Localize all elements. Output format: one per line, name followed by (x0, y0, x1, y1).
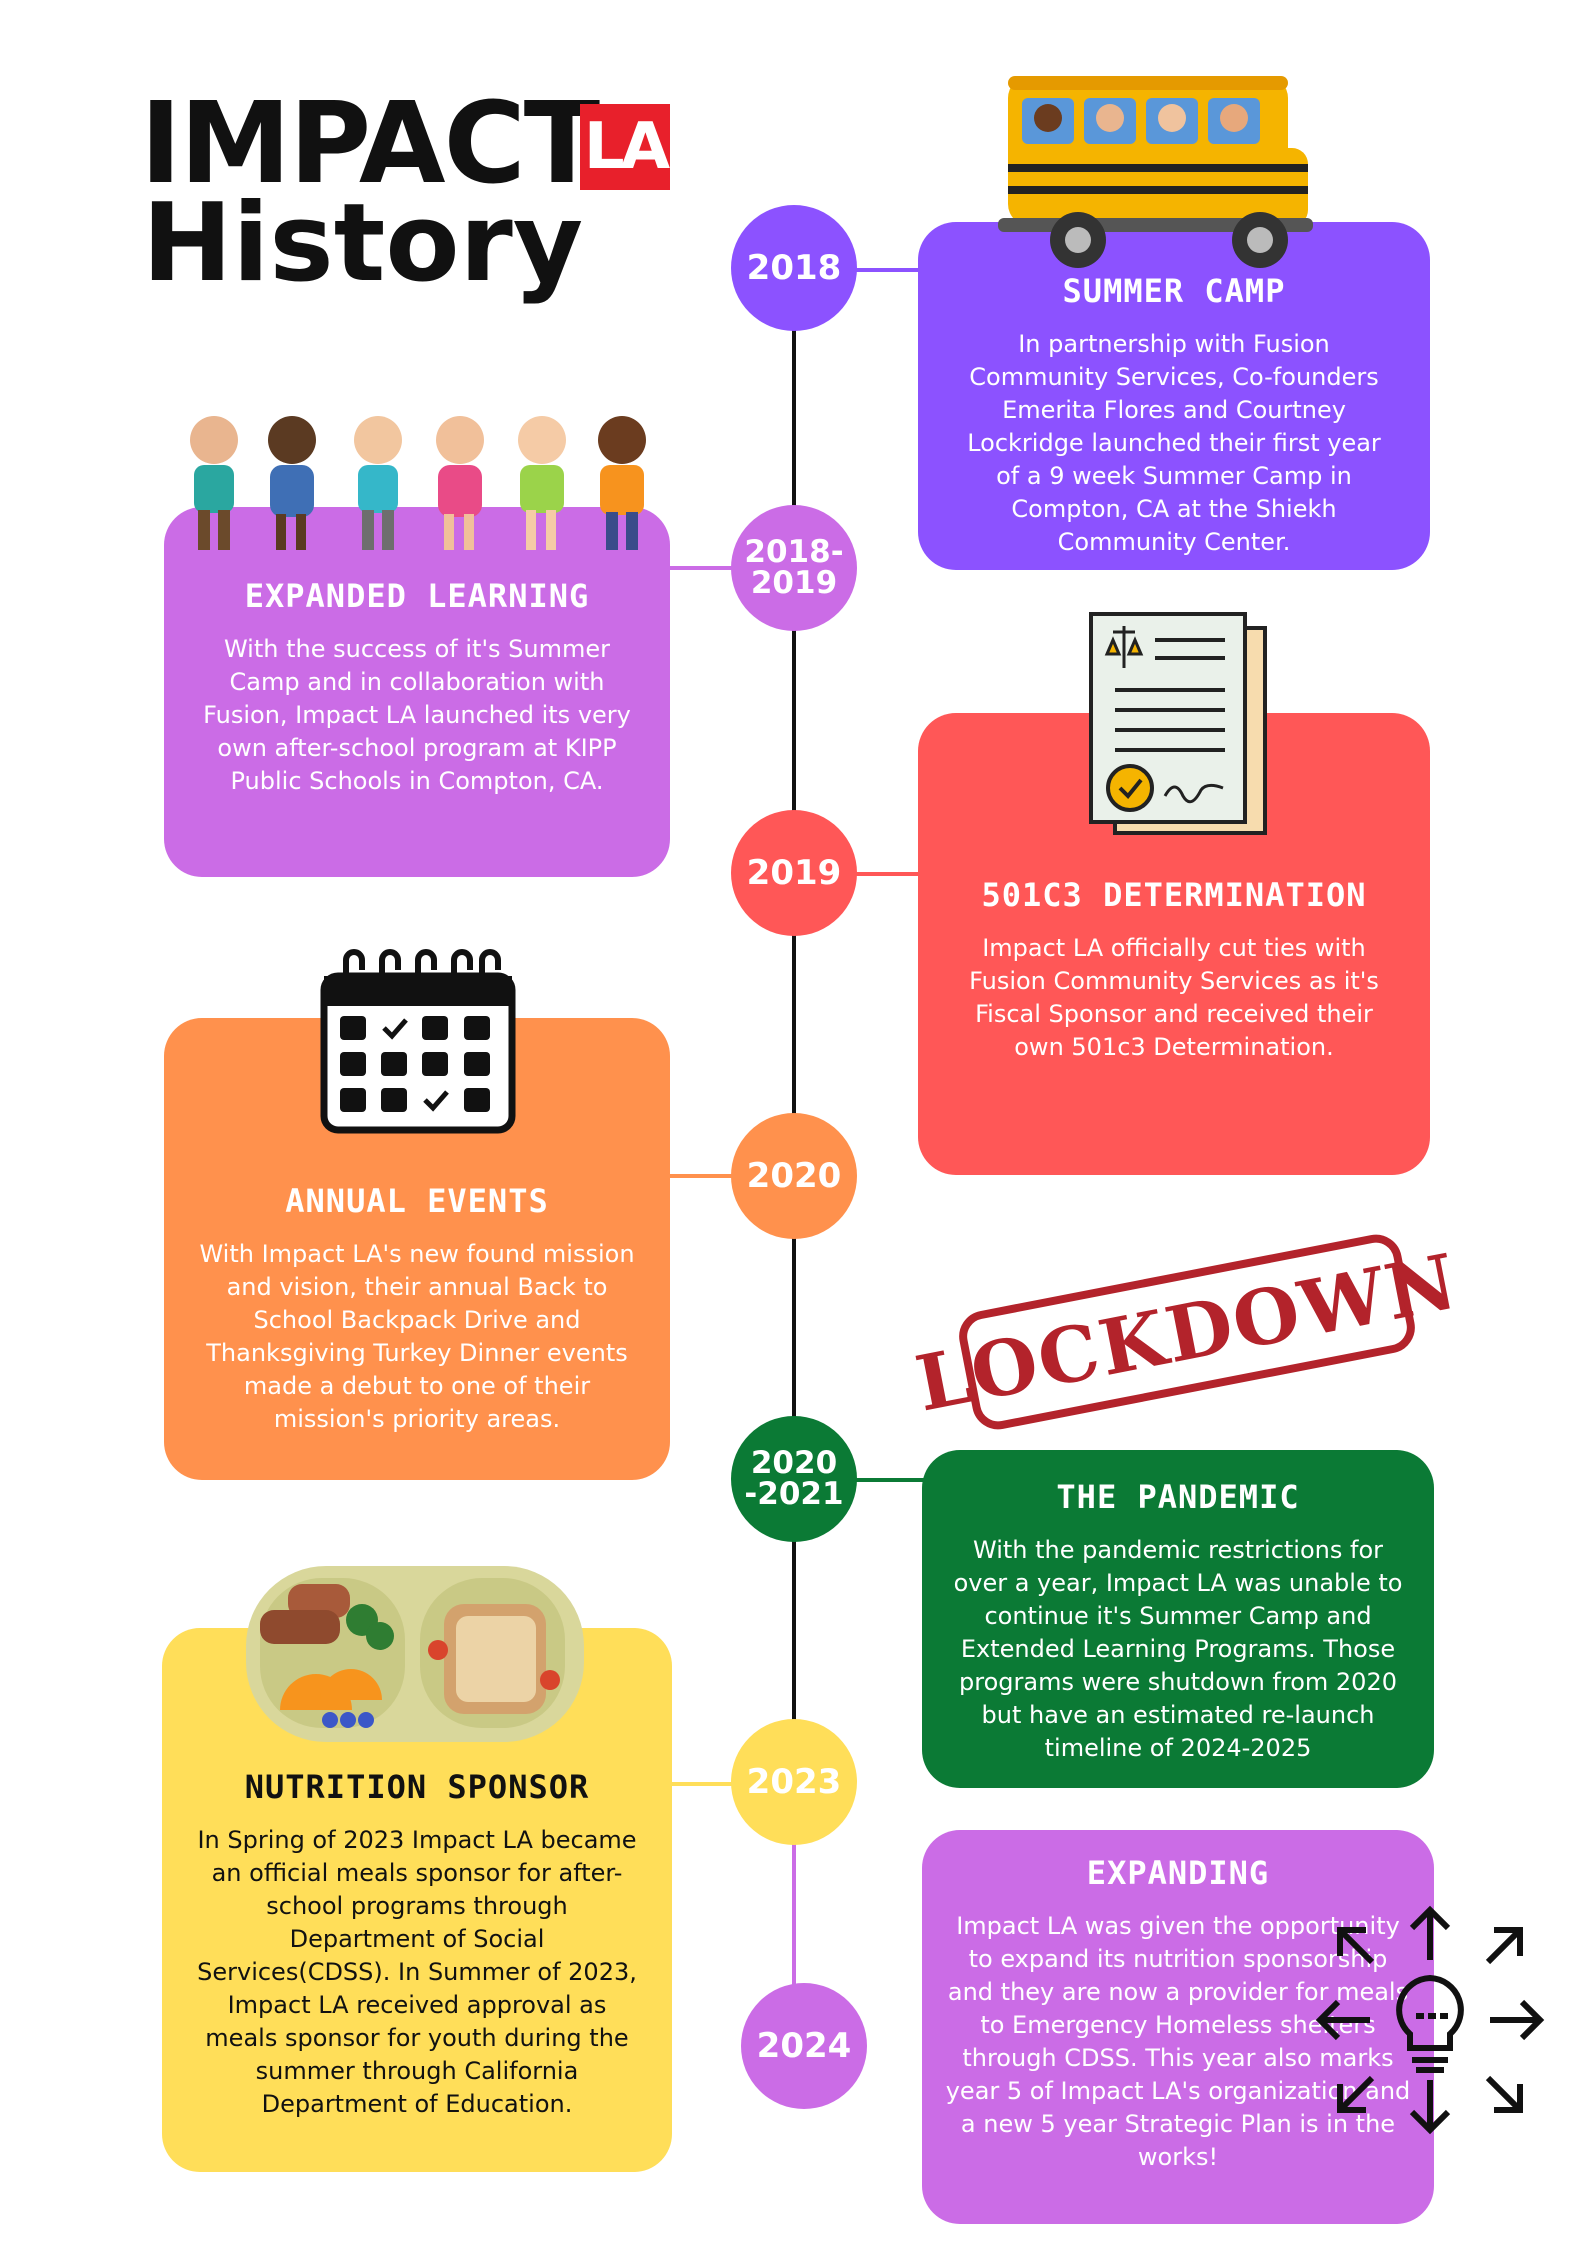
connector-2023 (668, 1782, 738, 1786)
year-badge-2020-2021: 2020 -2021 (731, 1416, 857, 1542)
card-expanding: EXPANDING Impact LA was given the opport… (922, 1830, 1434, 2224)
timeline-spine-lower (792, 1840, 796, 2020)
card-summer-camp: SUMMER CAMP In partnership with Fusion C… (918, 222, 1430, 570)
card-body: Impact LA was given the opportunity to e… (945, 1912, 1411, 2171)
card-the-pandemic: THE PANDEMIC With the pandemic restricti… (922, 1450, 1434, 1788)
card-title: ANNUAL EVENTS (285, 1182, 549, 1220)
card-body: In Spring of 2023 Impact LA became an of… (197, 1826, 637, 2118)
year-badge-2018-2019: 2018- 2019 (731, 505, 857, 631)
card-title: THE PANDEMIC (1056, 1478, 1300, 1516)
year-badge-2020: 2020 (731, 1113, 857, 1239)
calendar-icon (320, 949, 516, 1134)
card-title: 501C3 DETERMINATION (981, 876, 1367, 914)
brand-logo-la: LA (580, 104, 670, 190)
card-nutrition-sponsor: NUTRITION SPONSOR In Spring of 2023 Impa… (162, 1628, 672, 2172)
connector-2018 (850, 268, 920, 272)
card-title: EXPANDING (1086, 1854, 1270, 1892)
card-body: With the pandemic restrictions for over … (953, 1536, 1403, 1762)
brand-title-history: History (142, 181, 584, 306)
year-badge-2024: 2024 (741, 1983, 867, 2109)
card-expanded-learning: EXPANDED LEARNING With the success of it… (164, 507, 670, 877)
lightbulb-expand-icon (1315, 1905, 1545, 2135)
school-bus-icon (998, 76, 1313, 268)
brand-title-impact: IMPACT (140, 79, 600, 209)
card-body: With the success of it's Summer Camp and… (203, 635, 631, 795)
card-body: In partnership with Fusion Community Ser… (967, 330, 1381, 556)
connector-2019 (850, 872, 920, 876)
card-body: With Impact LA's new found mission and v… (199, 1240, 635, 1433)
lunchbox-icon (246, 1566, 584, 1742)
certificate-document-icon (1089, 612, 1267, 835)
card-body: Impact LA officially cut ties with Fusio… (969, 934, 1379, 1061)
lockdown-stamp-text: LOCKDOWN (908, 1235, 1466, 1429)
year-badge-2018: 2018 (731, 205, 857, 331)
year-badge-2019: 2019 (731, 810, 857, 936)
card-title: EXPANDED LEARNING (244, 577, 590, 615)
year-badge-2023: 2023 (731, 1719, 857, 1845)
connector-2020-2021 (850, 1478, 924, 1482)
card-title: SUMMER CAMP (1062, 272, 1286, 310)
connector-2018-2019 (668, 566, 738, 570)
card-title: NUTRITION SPONSOR (244, 1768, 590, 1806)
connector-2020 (668, 1174, 738, 1178)
timeline-spine (792, 240, 796, 1840)
lockdown-stamp: LOCKDOWN (909, 1230, 1465, 1434)
children-icon (190, 416, 646, 550)
